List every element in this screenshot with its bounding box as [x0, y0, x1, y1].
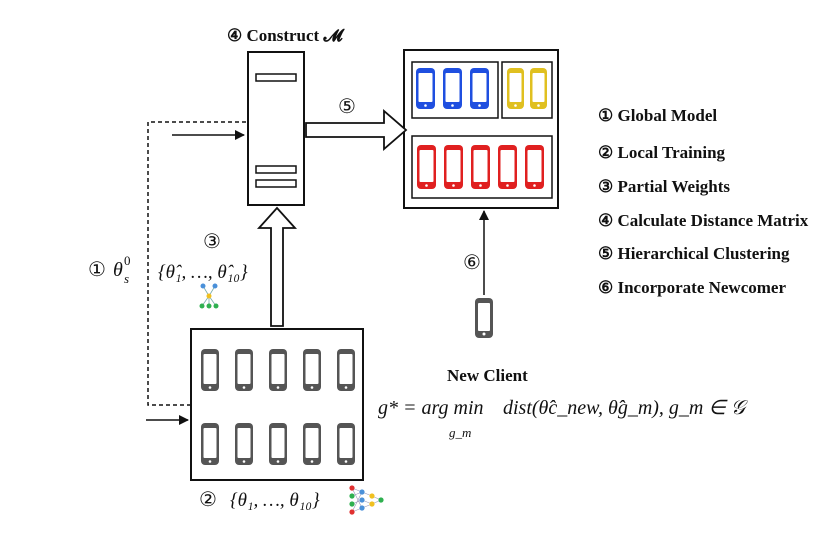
- server-icon: [247, 51, 305, 206]
- local-client-phone-icon: [337, 423, 355, 465]
- local-client-phone-icon: [303, 349, 321, 391]
- new-client-phone-icon: [475, 298, 493, 338]
- global-theta: θ: [113, 259, 123, 281]
- red-client-phone-icon: [444, 145, 463, 189]
- construct-title: ④ Construct 𝓜: [227, 26, 345, 45]
- global-model-dashed-line: [147, 121, 246, 406]
- upload-arrow: [256, 206, 298, 327]
- red-phones: [417, 145, 544, 189]
- local-client-phone-icon: [269, 423, 287, 465]
- new-client-label: New Client: [447, 366, 528, 385]
- assign-formula-rhs: dist(θ̂c_new, θ̂g_m), g_m ∈ 𝒢: [503, 397, 749, 419]
- legend-item-global-model: ① Global Model: [598, 106, 717, 125]
- cluster-container: [403, 49, 559, 209]
- partial-network-icon: [199, 283, 219, 309]
- yellow-client-phone-icon: [530, 68, 547, 109]
- local-client-phone-icon: [235, 349, 253, 391]
- assign-formula-under: g_m: [449, 425, 471, 440]
- global-theta-sup: 0: [124, 253, 131, 268]
- local-weights-label: {θ₁, …, θ₁₀}: [230, 490, 320, 511]
- local-client-phone-icon: [337, 349, 355, 391]
- local-client-phone-icon: [269, 349, 287, 391]
- blue-client-phone-icon: [416, 68, 435, 109]
- assign-formula-lhs: g* = arg min: [378, 397, 484, 419]
- step-3-marker: ③: [203, 229, 221, 253]
- partial-weights-label: {θ̂₁, …, θ̂₁₀}: [158, 262, 248, 283]
- red-client-phone-icon: [471, 145, 490, 189]
- client-phones: [201, 349, 355, 465]
- local-client-phone-icon: [235, 423, 253, 465]
- step-1-marker: ①: [88, 257, 106, 281]
- cluster-arrow: [305, 109, 408, 151]
- red-client-phone-icon: [417, 145, 436, 189]
- legend-item-local-training: ② Local Training: [598, 143, 726, 162]
- local-client-phone-icon: [303, 423, 321, 465]
- yellow-client-phone-icon: [507, 68, 524, 109]
- blue-phones: [416, 68, 489, 109]
- step-5-marker: ⑤: [338, 94, 356, 118]
- step-6-marker: ⑥: [463, 250, 481, 274]
- yellow-phones: [507, 68, 547, 109]
- global-theta-sub: s: [124, 271, 129, 286]
- blue-client-phone-icon: [470, 68, 489, 109]
- legend-item-distance-matrix: ④ Calculate Distance Matrix: [598, 211, 809, 230]
- legend-item-incorporate-newcomer: ⑥ Incorporate Newcomer: [598, 278, 786, 297]
- legend-item-hierarchical-clustering: ⑤ Hierarchical Clustering: [598, 244, 790, 263]
- local-client-phone-icon: [201, 349, 219, 391]
- full-network-icon: [349, 485, 384, 515]
- legend-item-partial-weights: ③ Partial Weights: [598, 177, 730, 196]
- local-client-phone-icon: [201, 423, 219, 465]
- blue-client-phone-icon: [443, 68, 462, 109]
- red-client-phone-icon: [498, 145, 517, 189]
- red-client-phone-icon: [525, 145, 544, 189]
- step-2-marker: ②: [199, 487, 217, 511]
- legend: ① Global Model ② Local Training ③ Partia…: [598, 106, 809, 297]
